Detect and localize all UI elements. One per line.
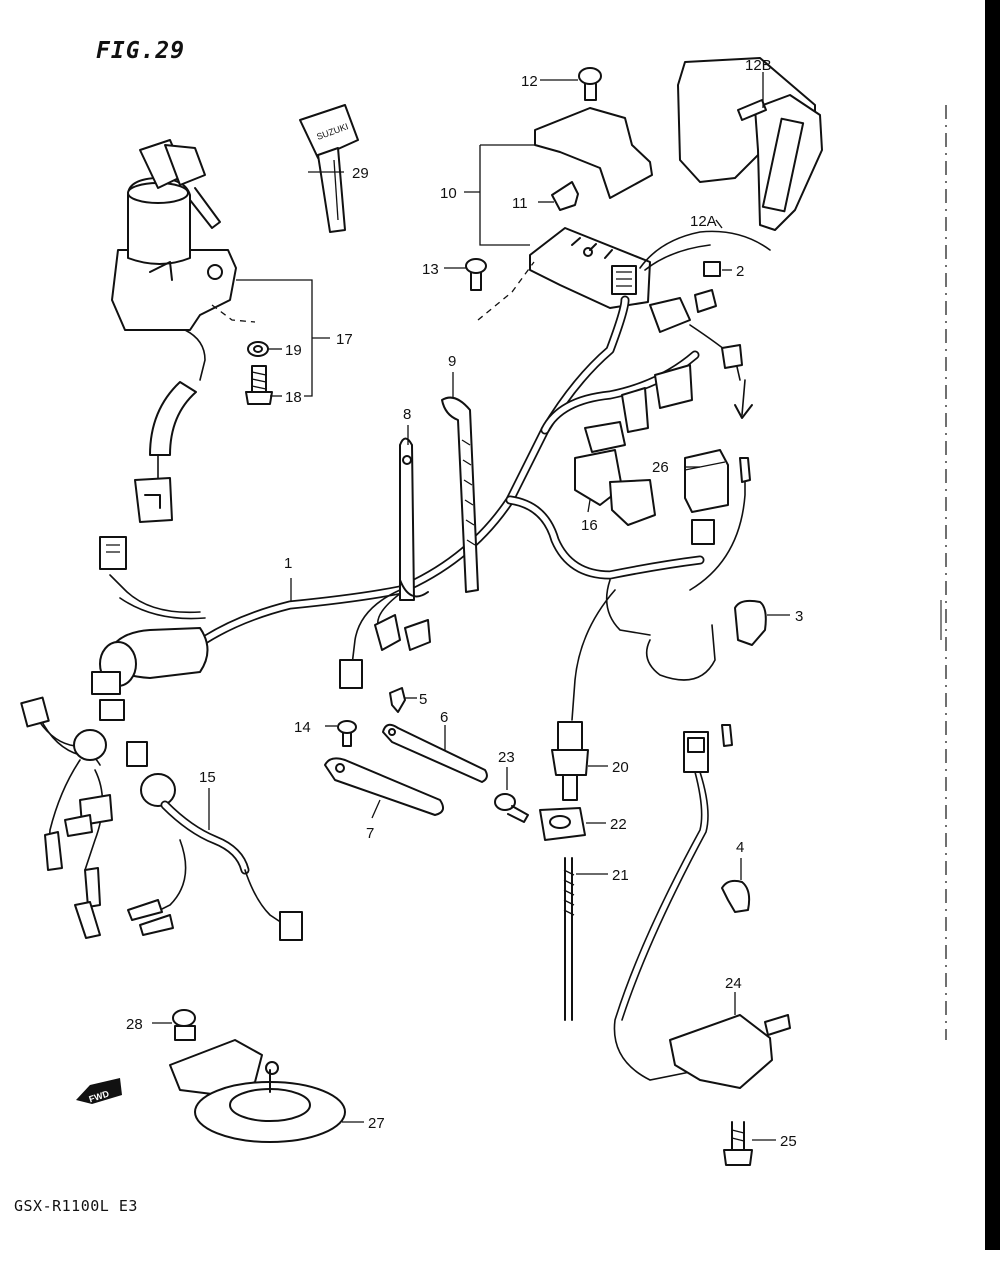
fuse-11 [551,181,579,211]
screw-14 [337,720,357,747]
callout-14: 14 [294,719,311,736]
bracket-22 [539,807,586,841]
callout-4: 4 [736,839,744,856]
screw-13 [465,258,487,291]
callout-16: 16 [581,517,598,534]
rod-21 [563,857,575,1021]
callout-19: 19 [285,342,302,359]
callout-20: 20 [612,759,629,776]
callout-12a: 12A [690,213,717,230]
leader-lines [152,72,790,1141]
callout-7: 7 [366,825,374,842]
callout-8: 8 [403,406,411,423]
callout-11: 11 [512,195,528,212]
callout-18: 18 [285,389,302,406]
callout-28: 28 [126,1016,143,1033]
callout-23: 23 [498,749,515,766]
bolt-28 [172,1009,196,1041]
fuse-holder-case [677,57,823,231]
clamp-band-9 [441,396,479,593]
callout-15: 15 [199,769,216,786]
fwd-arrow-icon: FWD [76,1078,122,1104]
callout-5: 5 [419,691,427,708]
sub-harness-15 [20,696,303,941]
harness-small-connectors [339,614,431,689]
callout-17: 17 [336,331,353,348]
callout-24: 24 [725,975,742,992]
callout-13: 13 [422,261,439,278]
stay-7 [324,757,445,816]
sensor-24 [669,1014,791,1089]
callout-2: 2 [736,263,744,280]
clamp-4 [721,879,751,913]
sensor-lead [613,724,733,1081]
callout-10: 10 [440,185,457,202]
horn-27 [169,1039,346,1143]
screw-23 [494,793,529,823]
callout-9: 9 [448,353,456,370]
stay-6 [382,723,488,783]
callout-labels: 12 10 11 13 29 17 19 18 12B 12A 2 3 1 5 … [126,57,803,1150]
fuse-box-cover [534,107,653,199]
callout-22: 22 [610,816,627,833]
page-edge-bar [985,0,1000,1250]
callout-3: 3 [795,608,803,625]
callout-21: 21 [612,867,629,884]
bolt-25 [723,1121,753,1166]
harness-relay [91,627,209,721]
figure-title: FIG.29 [96,38,186,64]
relay-26 [684,449,751,545]
callout-29: 29 [352,165,369,182]
harness-end-connector [99,536,127,570]
bolt-18 [245,365,273,405]
callout-26: 26 [652,459,669,476]
harness-connector-cluster [621,289,753,433]
ignition-switch [111,139,237,523]
key-29: SUZUKI [299,104,359,233]
callout-12b: 12B [745,57,772,74]
callout-27: 27 [368,1115,385,1132]
callout-1: 1 [284,555,292,572]
relay-16 [574,421,656,526]
callout-12: 12 [521,73,538,90]
callout-25: 25 [780,1133,797,1150]
washer-19 [247,341,269,357]
screw-12 [578,67,602,101]
connector-2 [703,261,721,277]
clip-5 [389,687,406,713]
fuse-box-base [529,227,651,309]
terminal-cover-3 [734,599,767,646]
callout-6: 6 [440,709,448,726]
model-footer: GSX-R1100L E3 [14,1197,138,1215]
switch-20 [551,721,589,801]
